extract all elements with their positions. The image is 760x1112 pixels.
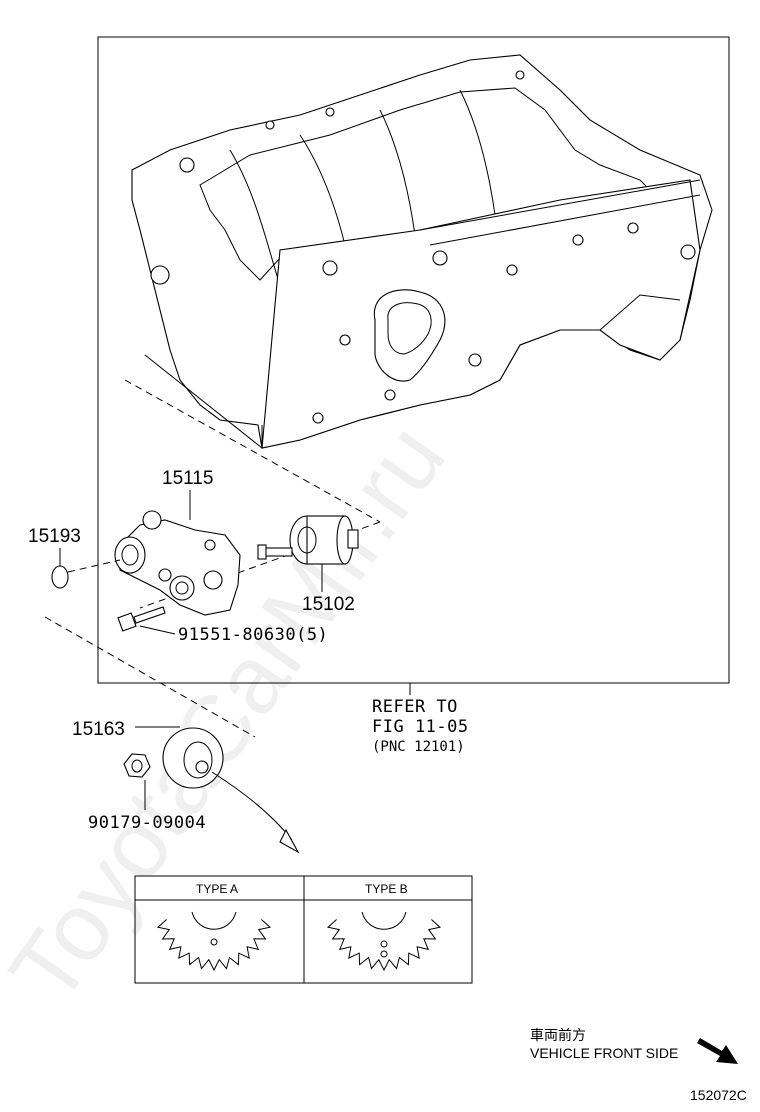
vehicle-front-en: VEHICLE FRONT SIDE [530,1045,678,1061]
type-a-header: TYPE A [196,882,238,896]
guide-line-pump-left [44,616,256,738]
label-15193: 15193 [28,526,81,547]
relief-valve-drawing [257,515,359,565]
oil-pump-drawing [114,510,241,616]
leader-bolt [139,625,176,635]
refer-line-1: REFER TO [372,697,458,717]
type-a-sprocket-drawing [156,911,272,972]
detail-arrow [211,771,293,841]
vehicle-front-jp: 車両前方 [530,1027,586,1043]
type-b-header: TYPE B [365,882,408,896]
label-nut: 90179-09004 [88,813,206,833]
label-15163: 15163 [72,719,125,740]
label-15115: 15115 [162,468,213,489]
o-ring-drawing [51,565,69,589]
refer-line-3: (PNC 12101) [372,739,465,755]
guide-line-block [124,379,381,523]
assembly-frame [97,36,730,684]
nut-drawing [123,753,151,778]
figure-code: 152072C [690,1087,747,1103]
cylinder-block-drawing [131,54,713,449]
detail-arrow-head [279,828,300,854]
label-bolt: 91551-80630(5) [178,625,328,645]
guide-line-o-ring [67,559,121,573]
bolt-drawing [117,606,166,632]
type-table [134,875,473,984]
refer-line-2: FIG 11-05 [372,717,469,737]
label-15102: 15102 [302,594,355,615]
type-b-sprocket-drawing [326,911,442,972]
vehicle-front-arrow-icon [697,1038,738,1064]
sprocket-drawing [162,727,224,789]
